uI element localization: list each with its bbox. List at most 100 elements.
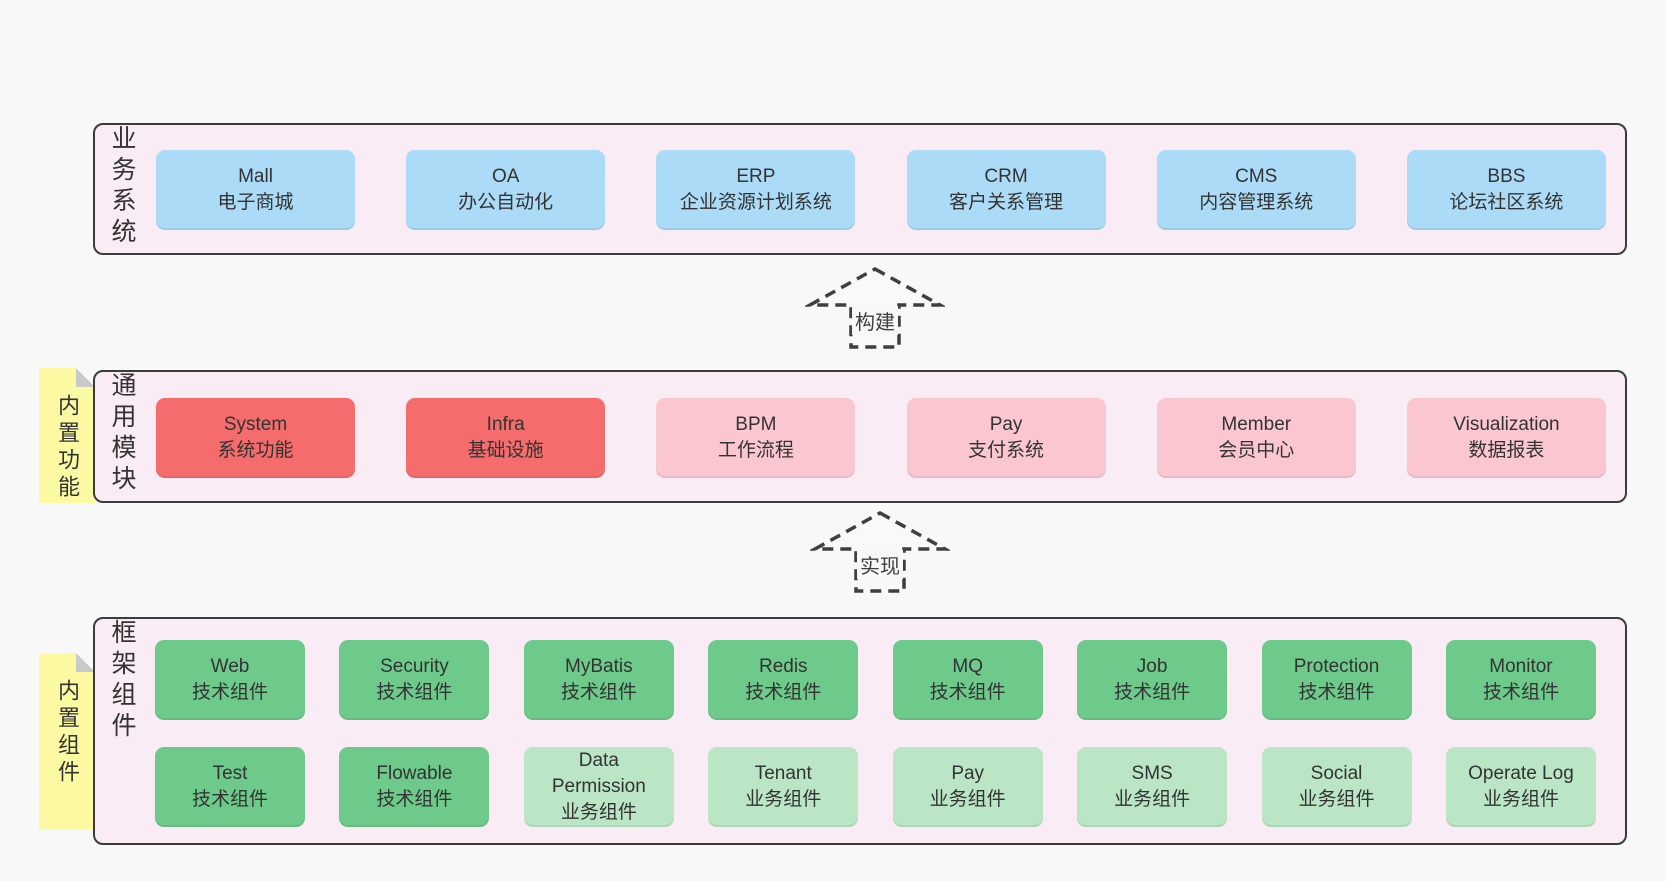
diagram-box-tenant: Tenant 业务组件	[708, 747, 859, 827]
diagram-box-pay: Pay 业务组件	[892, 747, 1043, 827]
box-subtitle: 技术组件	[1298, 682, 1375, 703]
note-text: 内置组件	[55, 679, 80, 787]
layer-label-framework-components: 框架组件	[108, 619, 136, 743]
box-subtitle: 业务组件	[745, 789, 822, 810]
box-title: Social	[1310, 763, 1363, 785]
implement-arrow: 实现	[810, 510, 950, 594]
sticky-note-builtin-features: 内置功能	[39, 368, 95, 503]
diagram-box-operate-log: Operate Log 业务组件	[1445, 747, 1596, 827]
box-subtitle: 技术组件	[376, 789, 453, 810]
box-subtitle: 办公自动化	[458, 192, 554, 213]
box-title: CRM	[984, 166, 1028, 188]
diagram-box-pay: Pay 支付系统	[906, 398, 1106, 478]
box-subtitle: 内容管理系统	[1199, 192, 1314, 213]
diagram-box-test: Test 技术组件	[155, 747, 305, 827]
box-subtitle: 业务组件	[1482, 789, 1559, 810]
diagram-box-monitor: Monitor 技术组件	[1445, 640, 1596, 720]
arrow-label: 实现	[857, 550, 903, 579]
note-text: 内置功能	[55, 394, 80, 502]
box-title: Protection	[1293, 656, 1380, 678]
diagram-box-erp: ERP 企业资源计划系统	[656, 150, 856, 230]
box-subtitle: 技术组件	[745, 682, 822, 703]
box-subtitle: 企业资源计划系统	[679, 192, 832, 213]
diagram-box-protection: Protection 技术组件	[1261, 640, 1412, 720]
box-row: System 系统功能 Infra 基础设施 BPM 工作流程 Pay 支付系统 Member 会…	[156, 398, 1606, 478]
box-title: Flowable	[376, 763, 453, 785]
box-subtitle: 业务组件	[1114, 789, 1191, 810]
diagram-box-security: Security 技术组件	[339, 640, 490, 720]
layer-label-common-modules: 通用模块	[108, 372, 136, 496]
box-subtitle: 数据报表	[1468, 440, 1545, 461]
box-title: Pay	[951, 763, 985, 785]
diagram-box-flowable: Flowable 技术组件	[339, 747, 490, 827]
box-subtitle: 客户关系管理	[949, 192, 1064, 213]
box-title: Member	[1221, 414, 1292, 436]
diagram-box-infra: Infra 基础设施	[406, 398, 606, 478]
box-subtitle: 电子商城	[217, 192, 294, 213]
box-subtitle: 技术组件	[560, 682, 637, 703]
box-subtitle: 技术组件	[376, 682, 453, 703]
diagram-box-system: System 系统功能	[156, 398, 355, 478]
box-subtitle: 业务组件	[560, 801, 637, 823]
box-subtitle: 系统功能	[217, 440, 294, 461]
layer-common-modules: 通用模块 System 系统功能 Infra 基础设施 BPM 工作流程 Pay 支付系统 Me…	[93, 370, 1627, 503]
diagram-box-visualization: Visualization 数据报表	[1406, 398, 1606, 478]
box-title: BPM	[735, 414, 777, 436]
box-title: Tenant	[754, 763, 812, 785]
diagram-box-sms: SMS 业务组件	[1077, 747, 1228, 827]
box-title: Test	[212, 763, 248, 785]
diagram-box-social: Social 业务组件	[1261, 747, 1412, 827]
box-subtitle: 技术组件	[1114, 682, 1191, 703]
box-title: Visualization	[1453, 414, 1560, 436]
layer-business-systems: 业务系统 Mall 电子商城 OA 办公自动化 ERP 企业资源计划系统 CRM 客户关系管理…	[93, 123, 1627, 255]
box-title: ERP	[736, 166, 776, 188]
diagram-box-bbs: BBS 论坛社区系统	[1406, 150, 1606, 230]
box-subtitle: 技术组件	[1482, 682, 1559, 703]
box-title: BBS	[1487, 166, 1526, 188]
box-row: Mall 电子商城 OA 办公自动化 ERP 企业资源计划系统 CRM 客户关系管理 CMS 内容…	[156, 150, 1606, 230]
diagram-box-mall: Mall 电子商城	[156, 150, 355, 230]
box-title: MQ	[952, 656, 983, 678]
build-arrow: 构建	[805, 266, 945, 350]
box-title: Redis	[758, 656, 808, 678]
diagram-box-bpm: BPM 工作流程	[656, 398, 856, 478]
arrow-label: 构建	[852, 306, 898, 335]
box-title: System	[223, 414, 288, 436]
box-title: CMS	[1235, 166, 1278, 188]
box-subtitle: 会员中心	[1218, 440, 1295, 461]
box-subtitle: 业务组件	[929, 789, 1006, 810]
box-subtitle: 论坛社区系统	[1449, 192, 1564, 213]
diagram-box-oa: OA 办公自动化	[406, 150, 606, 230]
box-title: Infra	[486, 414, 525, 436]
diagram-box-mq: MQ 技术组件	[892, 640, 1043, 720]
box-title: MyBatis	[565, 656, 633, 678]
box-subtitle: 业务组件	[1298, 789, 1375, 810]
box-title: SMS	[1131, 763, 1173, 785]
box-title: Job	[1136, 656, 1168, 678]
diagram-box-web: Web 技术组件	[155, 640, 305, 720]
box-title: OA	[491, 166, 520, 188]
diagram-box-cms: CMS 内容管理系统	[1156, 150, 1356, 230]
diagram-box-redis: Redis 技术组件	[708, 640, 859, 720]
box-title: Web	[210, 656, 250, 678]
box-subtitle: 技术组件	[191, 789, 268, 810]
box-subtitle: 技术组件	[929, 682, 1006, 703]
box-subtitle: 技术组件	[191, 682, 268, 703]
box-title: Pay	[989, 414, 1023, 436]
diagram-box-mybatis: MyBatis 技术组件	[523, 640, 674, 720]
diagram-box-job: Job 技术组件	[1077, 640, 1228, 720]
box-title: Security	[380, 656, 449, 678]
box-subtitle: 工作流程	[717, 440, 794, 461]
box-subtitle: 支付系统	[968, 440, 1045, 461]
layer-label-business-systems: 业务系统	[108, 125, 136, 249]
diagram-box-crm: CRM 客户关系管理	[906, 150, 1106, 230]
box-title: Monitor	[1489, 656, 1553, 678]
diagram-box-member: Member 会员中心	[1156, 398, 1356, 478]
box-title: Operate Log	[1468, 763, 1574, 785]
box-subtitle: 基础设施	[467, 440, 544, 461]
box-title: Mall	[238, 166, 273, 188]
